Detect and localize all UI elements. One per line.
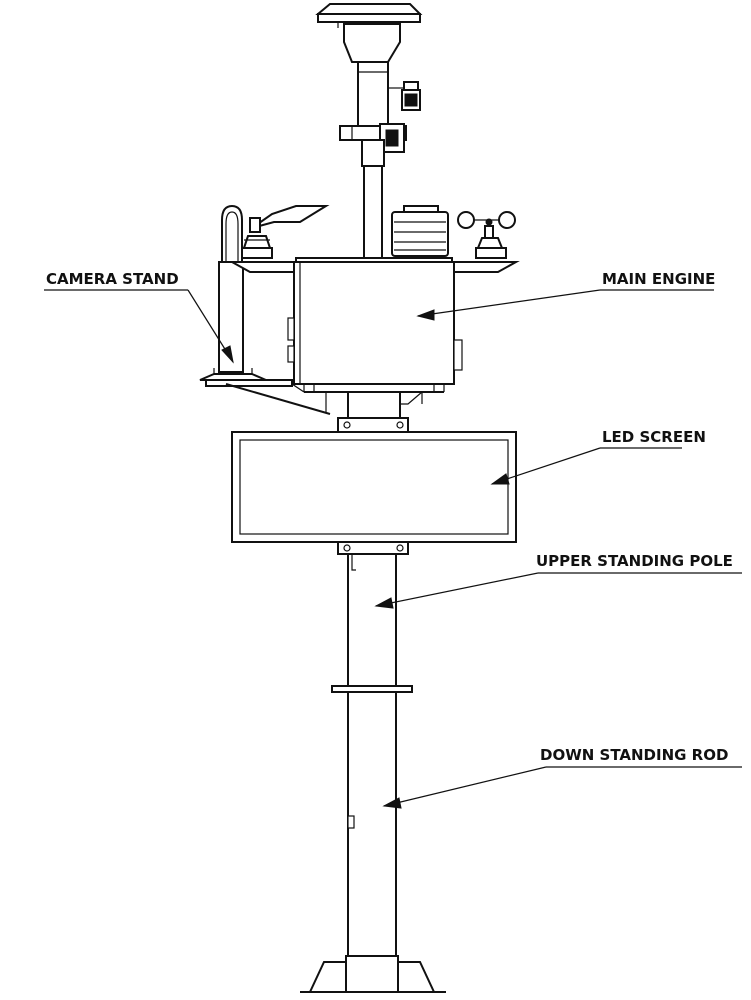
radiation-shield <box>391 205 449 257</box>
callout-down-standing-rod <box>382 766 742 809</box>
main-engine <box>228 257 520 421</box>
camera-bracket <box>205 379 331 415</box>
side-valve <box>388 81 421 111</box>
label-upper-standing-pole: UPPER STANDING POLE <box>536 552 733 570</box>
anemometer <box>457 211 516 259</box>
pole-base <box>300 955 446 993</box>
sampling-head <box>315 3 423 263</box>
callout-upper-standing-pole <box>374 572 742 609</box>
label-led-screen: LED SCREEN <box>602 428 706 446</box>
callout-main-engine <box>416 289 714 321</box>
led-screen <box>231 417 517 555</box>
callout-led-screen <box>490 447 682 485</box>
label-main-engine: MAIN ENGINE <box>602 270 715 288</box>
label-down-standing-rod: DOWN STANDING ROD <box>540 746 728 764</box>
down-standing-rod <box>347 691 397 961</box>
label-camera-stand: CAMERA STAND <box>46 270 179 288</box>
upper-standing-pole <box>331 553 413 693</box>
wind-vane <box>241 205 330 259</box>
callout-camera-stand <box>44 289 234 364</box>
